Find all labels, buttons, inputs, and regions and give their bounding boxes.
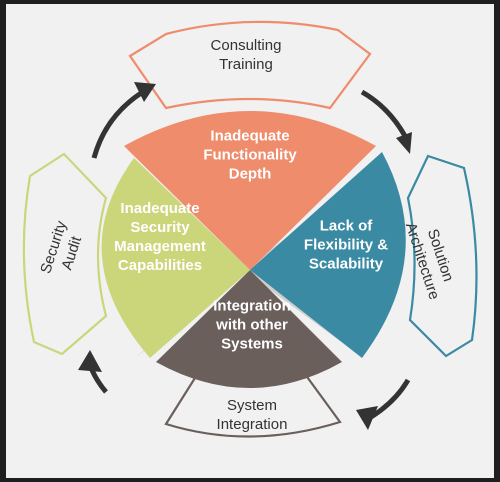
cycle-arrow-top-right	[360, 89, 412, 154]
outer-band-right	[406, 154, 478, 358]
sector-label-line: Capabilities	[118, 257, 202, 274]
cycle-arrow-bottom-right	[356, 378, 411, 430]
outer-band-left	[22, 152, 108, 356]
band-label-line: Training	[219, 56, 273, 73]
sector-label-line: Functionality	[203, 146, 297, 163]
sector-label-line: with other	[215, 316, 288, 333]
sector-label-line: Lack of	[320, 217, 374, 234]
band-label-line: Consulting	[211, 37, 282, 54]
sector-label-line: Inadequate	[210, 127, 289, 144]
band-label-line: System	[227, 397, 277, 414]
sector-label-line: Depth	[229, 165, 272, 182]
sector-left	[101, 158, 250, 358]
sector-label-line: Scalability	[309, 255, 384, 272]
sector-top	[124, 111, 376, 270]
sector-label-line: Systems	[221, 335, 283, 352]
cycle-arrow-bottom-left	[78, 350, 108, 394]
sector-label-line: Security	[130, 219, 190, 236]
sector-right	[250, 152, 406, 358]
sector-label-right: Lack of Flexibility & Scalability	[304, 217, 388, 272]
sector-label-line: Inadequate	[120, 200, 199, 217]
outer-band-top	[128, 20, 372, 110]
sector-label-line: Management	[114, 238, 206, 255]
sector-bottom	[156, 270, 342, 388]
sector-label-line: Integration	[213, 297, 291, 314]
cycle-arrow-top-left	[91, 82, 156, 159]
sector-label-line: Flexibility &	[304, 236, 388, 253]
band-label-line: Integration	[217, 416, 288, 433]
